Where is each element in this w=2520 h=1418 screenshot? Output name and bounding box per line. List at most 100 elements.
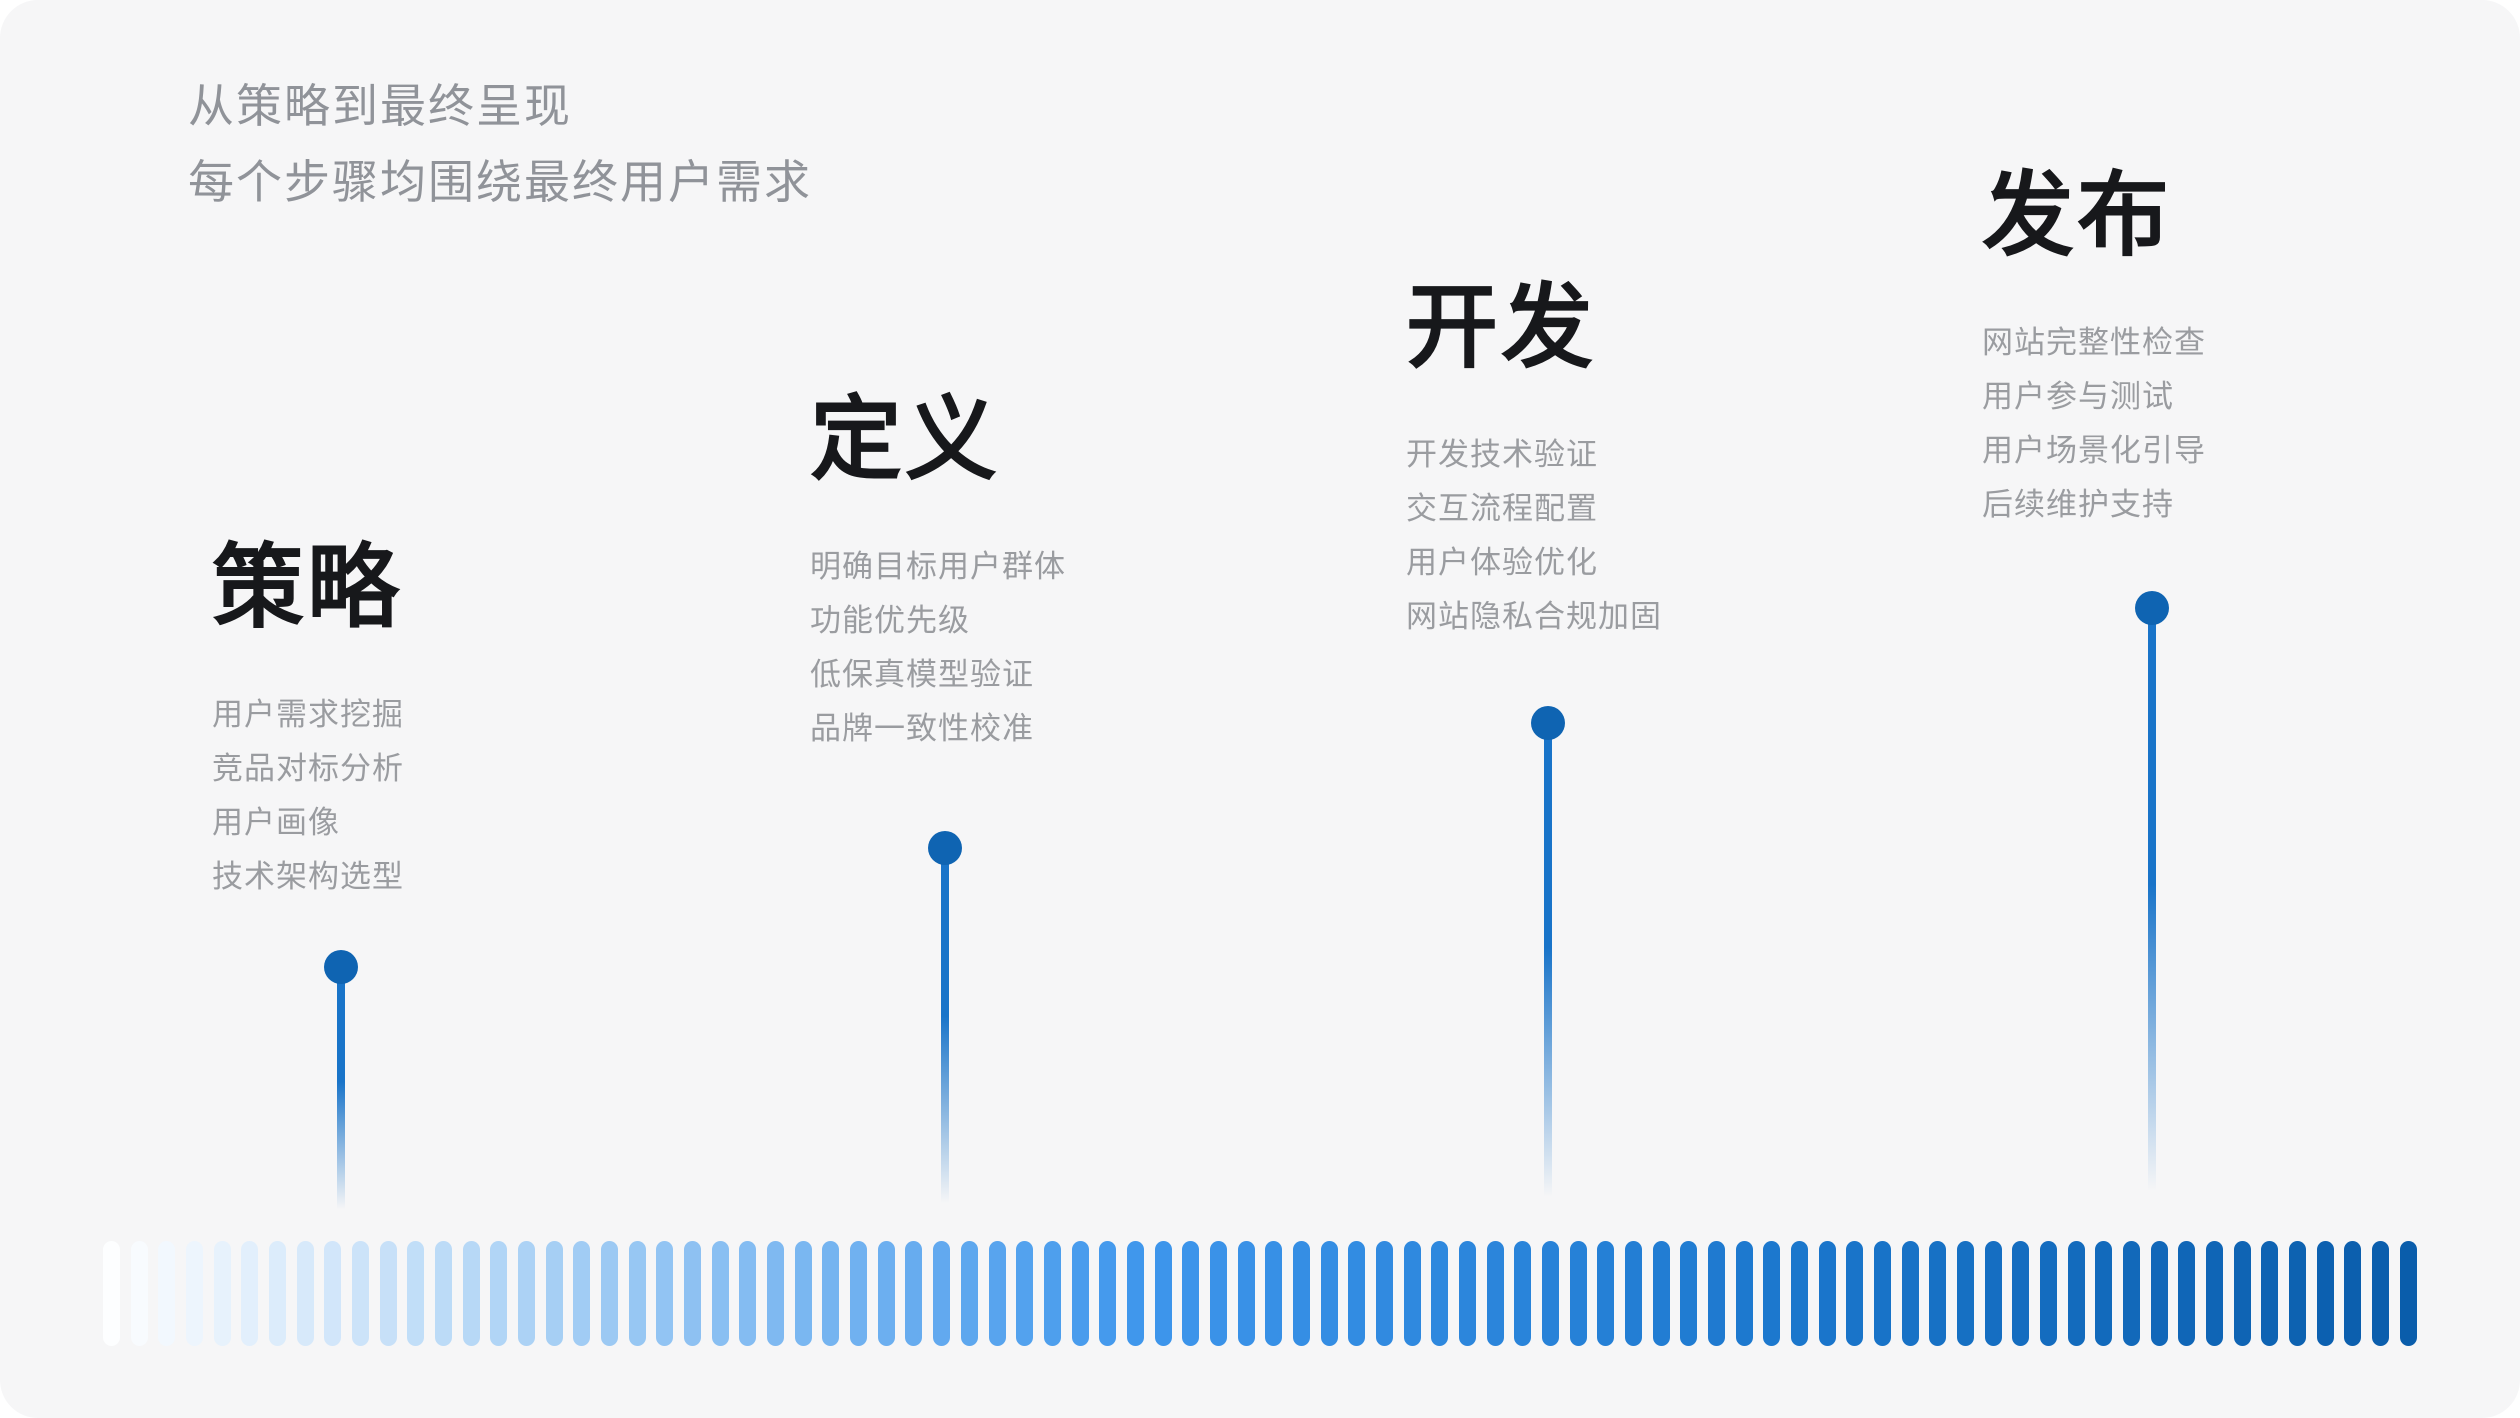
stage-column-launch: 发布 网站完整性检查 用户参与测试 用户场景化引导 后续维护支持 [1982,168,2206,532]
timeline-dash [1707,1241,1725,1346]
stage-item: 技术架构选型 [212,859,404,894]
stage-item-list: 开发技术验证 交互流程配置 用户体验优化 网站隐私合规加固 [1406,428,1662,644]
page-subtitle: 从策略到最终呈现 每个步骤均围绕最终用户需求 [188,68,812,220]
timeline-dash [1763,1241,1781,1346]
timeline-dash [1818,1241,1836,1346]
stage-item: 功能优先级 [810,603,970,638]
stage-item: 明确目标用户群体 [810,549,1066,584]
stage-item-list: 明确目标用户群体 功能优先级 低保真模型验证 品牌一致性校准 [810,540,1066,756]
timeline-dash [1292,1241,1310,1346]
stage-item-list: 网站完整性检查 用户参与测试 用户场景化引导 后续维护支持 [1982,316,2206,532]
marker-stem [941,848,949,1222]
marker-stem [2148,608,2156,1222]
timeline-dash [1126,1241,1144,1346]
timeline-dash [988,1241,1006,1346]
timeline-dash [2399,1241,2417,1346]
timeline-dash [1099,1241,1117,1346]
timeline-dash [186,1241,204,1346]
timeline-dash [1320,1241,1338,1346]
timeline-dash [269,1241,287,1346]
timeline-dash [960,1241,978,1346]
timeline-dash [1957,1241,1975,1346]
timeline-dash [435,1241,453,1346]
stage-item: 低保真模型验证 [810,657,1034,692]
stage-column-develop: 开发 开发技术验证 交互流程配置 用户体验优化 网站隐私合规加固 [1406,280,1662,644]
stage-item-list: 用户需求挖掘 竞品对标分析 用户画像 技术架构选型 [212,688,404,904]
timeline-dash [296,1241,314,1346]
stage-item: 品牌一致性校准 [810,711,1034,746]
timeline-dash [1071,1241,1089,1346]
timeline-dash [2067,1241,2085,1346]
stage-item: 竞品对标分析 [212,751,404,786]
timeline-dash [213,1241,231,1346]
timeline-dash [379,1241,397,1346]
timeline-dash [158,1241,176,1346]
stage-item: 后续维护支持 [1982,487,2174,522]
timeline-dash [2316,1241,2334,1346]
stage-item: 用户画像 [212,805,340,840]
timeline-dash [1929,1241,1947,1346]
timeline-dash [490,1241,508,1346]
stage-column-define: 定义 明确目标用户群体 功能优先级 低保真模型验证 品牌一致性校准 [810,392,1066,756]
timeline-dash [1486,1241,1504,1346]
timeline-dash [601,1241,619,1346]
timeline-dash [1016,1241,1034,1346]
timeline-dash [2095,1241,2113,1346]
timeline-dash [1431,1241,1449,1346]
timeline-dash [241,1241,259,1346]
timeline-dash [1154,1241,1172,1346]
timeline-dash [684,1241,702,1346]
stage-title: 策略 [212,537,403,639]
timeline-dash [2372,1241,2390,1346]
subtitle-line-2: 每个步骤均围绕最终用户需求 [188,156,812,208]
timeline-dash [545,1241,563,1346]
stage-title: 开发 [1406,277,1597,379]
timeline-dash [1597,1241,1615,1346]
subtitle-line-1: 从策略到最终呈现 [188,80,572,132]
timeline-dash [1348,1241,1366,1346]
timeline-dash [1237,1241,1255,1346]
timeline-dash [1209,1241,1227,1346]
timeline-dash [2206,1241,2224,1346]
stage-item: 用户需求挖掘 [212,697,404,732]
timeline-dash [1901,1241,1919,1346]
timeline-dash [2261,1241,2279,1346]
timeline-dash [1569,1241,1587,1346]
marker-dot-icon [1531,706,1565,740]
timeline-bar [103,1241,2417,1346]
timeline-dash [822,1241,840,1346]
timeline-dash [2150,1241,2168,1346]
stage-title: 发布 [1982,165,2173,267]
stage-item: 交互流程配置 [1406,491,1598,526]
timeline-dash [1514,1241,1532,1346]
timeline-dash [1846,1241,1864,1346]
timeline-dash [1680,1241,1698,1346]
stage-item: 用户参与测试 [1982,379,2174,414]
timeline-dash [877,1241,895,1346]
timeline-dash [324,1241,342,1346]
timeline-dash [2289,1241,2307,1346]
timeline-dash [794,1241,812,1346]
marker-stem [337,967,345,1222]
timeline-dash [2040,1241,2058,1346]
timeline-dash [2012,1241,2030,1346]
timeline-dash [130,1241,148,1346]
timeline-dash [1182,1241,1200,1346]
stage-item: 用户场景化引导 [1982,433,2206,468]
timeline-dash [850,1241,868,1346]
timeline-dash [933,1241,951,1346]
timeline-dash [1735,1241,1753,1346]
timeline-dash [462,1241,480,1346]
timeline-dash [1458,1241,1476,1346]
timeline-dash [905,1241,923,1346]
stage-item: 用户体验优化 [1406,545,1598,580]
marker-dot-icon [2135,591,2169,625]
timeline-dash [2344,1241,2362,1346]
timeline-dash [103,1241,120,1346]
timeline-dash [1624,1241,1642,1346]
timeline-dash [656,1241,674,1346]
timeline-dash [1652,1241,1670,1346]
timeline-dash [407,1241,425,1346]
